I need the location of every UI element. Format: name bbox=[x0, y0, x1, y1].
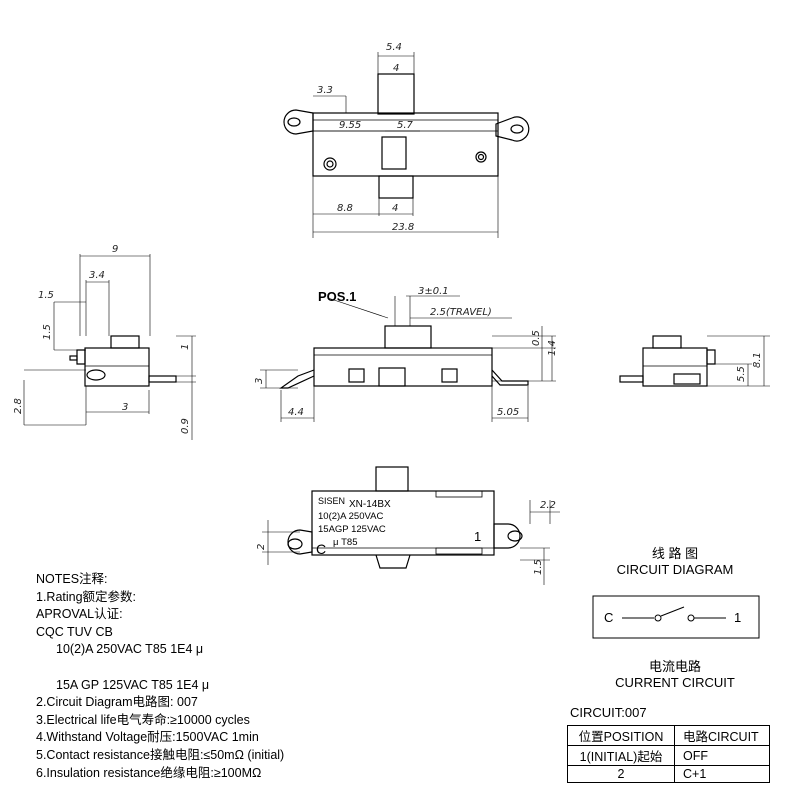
notes-spacer bbox=[36, 659, 284, 677]
dim-1-5-h: 1.5 bbox=[38, 290, 54, 301]
circuit-terminal-c: C bbox=[604, 610, 613, 625]
front-view bbox=[279, 325, 529, 389]
circuit-diagram-title-en: CIRCUIT DIAGRAM bbox=[616, 562, 734, 577]
table-row: 1(INITIAL)起始 OFF bbox=[567, 745, 770, 766]
marking-model: XN-14BX bbox=[349, 499, 391, 510]
row-1-position: 1(INITIAL)起始 bbox=[567, 745, 675, 766]
row-2-position: 2 bbox=[567, 765, 675, 783]
dim-3: 3 bbox=[122, 402, 128, 413]
right-side-dims: 5.5 8.1 bbox=[736, 352, 763, 382]
bottom-view-marking: SISEN XN-14BX 10(2)A 250VAC 15AGP 125VAC… bbox=[256, 496, 556, 575]
top-view bbox=[283, 73, 530, 199]
dim-0-5: 0.5 bbox=[531, 330, 542, 346]
left-side-dims: 9 3.4 1.5 1.5 1 2.8 3 0.9 bbox=[13, 244, 191, 434]
dim-2: 2 bbox=[256, 544, 267, 550]
circuit-diagram-labels: C 1 bbox=[604, 610, 741, 625]
header-position: 位置POSITION bbox=[567, 725, 675, 746]
dim-8-8: 8.8 bbox=[337, 203, 353, 214]
pos-1-label: POS.1 bbox=[318, 289, 356, 304]
left-side-dim-lines bbox=[23, 254, 196, 440]
circuit-terminal-1: 1 bbox=[734, 610, 741, 625]
dim-4-bottom: 4 bbox=[392, 203, 398, 214]
dim-8-1: 8.1 bbox=[752, 352, 763, 368]
current-circuit-title-en: CURRENT CIRCUIT bbox=[615, 675, 735, 690]
terminal-c-label: C bbox=[316, 541, 326, 557]
right-side-dim-lines bbox=[707, 335, 770, 387]
rating-1: 10(2)A 250VAC T85 1E4 μ bbox=[56, 642, 204, 657]
row-1-circuit: OFF bbox=[674, 745, 770, 766]
notes-block: NOTES注释: 1.Rating额定参数: APROVAL认证: CQC TU… bbox=[36, 571, 284, 782]
marking-brand: SISEN bbox=[318, 496, 345, 506]
dim-4-4: 4.4 bbox=[288, 407, 304, 418]
circuit-diagram-box bbox=[592, 595, 760, 639]
left-side-view bbox=[69, 335, 177, 387]
bottom-view-dim-lines bbox=[262, 500, 560, 585]
note-electrical-life: 3.Electrical life电气寿命:≥10000 cycles bbox=[36, 712, 250, 727]
dim-5-5: 5.5 bbox=[736, 366, 747, 382]
note-circuit-diagram: 2.Circuit Diagram电路图: 007 bbox=[36, 695, 198, 710]
marking-line-2: 15AGP 125VAC bbox=[318, 524, 386, 535]
front-view-dims: POS.1 3±0.1 2.5(TRAVEL) 0.5 1.4 3 4.4 5.… bbox=[254, 286, 558, 418]
dim-9-55: 9.55 bbox=[339, 120, 361, 131]
top-view-dims: 5.4 4 3.3 9.55 5.7 8.8 4 23.8 bbox=[317, 42, 414, 233]
marking-line-1: 10(2)A 250VAC bbox=[318, 511, 383, 522]
dim-5-7: 5.7 bbox=[397, 120, 414, 131]
bottom-view bbox=[287, 466, 523, 569]
dim-3-4: 3.4 bbox=[89, 270, 105, 281]
current-circuit-title-cn: 电流电路 bbox=[648, 659, 701, 674]
header-circuit: 电路CIRCUIT bbox=[674, 725, 770, 746]
dim-1: 1 bbox=[180, 344, 191, 350]
approval-bodies: CQC TUV CB bbox=[36, 624, 113, 639]
circuit-diagram-title: 线 路 图 CIRCUIT DIAGRAM bbox=[600, 546, 750, 578]
dim-4-top: 4 bbox=[393, 63, 399, 74]
row-2-circuit: C+1 bbox=[674, 765, 770, 783]
rating-label: 1.Rating额定参数: bbox=[36, 589, 137, 604]
current-circuit-title: 电流电路 CURRENT CIRCUIT bbox=[600, 659, 750, 691]
dim-3-tol: 3±0.1 bbox=[418, 286, 449, 297]
approval-label: APROVAL认证: bbox=[36, 607, 123, 622]
table-row: 2 C+1 bbox=[567, 765, 770, 783]
notes-title: NOTES注释: bbox=[36, 572, 108, 586]
dim-2-8: 2.8 bbox=[13, 398, 24, 414]
front-view-dim-lines bbox=[260, 295, 556, 422]
terminal-1-label: 1 bbox=[474, 529, 481, 544]
top-view-dim-lines bbox=[312, 52, 499, 238]
dim-travel: 2.5(TRAVEL) bbox=[430, 307, 492, 318]
circuit-table: 位置POSITION 电路CIRCUIT 1(INITIAL)起始 OFF 2 … bbox=[567, 725, 770, 783]
marking-line-3: μ T85 bbox=[333, 537, 357, 548]
circuit-label: CIRCUIT:007 bbox=[570, 705, 647, 720]
circuit-diagram-title-cn: 线 路 图 bbox=[651, 546, 699, 561]
note-insulation-resistance: 6.Insulation resistance绝缘电阻:≥100MΩ bbox=[36, 765, 262, 780]
dim-5-4: 5.4 bbox=[386, 42, 402, 53]
dim-23-8: 23.8 bbox=[392, 222, 414, 233]
circuit-table-header: 位置POSITION 电路CIRCUIT bbox=[567, 725, 770, 746]
note-withstand-voltage: 4.Withstand Voltage耐压:1500VAC 1min bbox=[36, 730, 259, 745]
dim-3-3: 3.3 bbox=[317, 85, 333, 96]
dim-3-left: 3 bbox=[254, 378, 265, 384]
dim-1-5-v: 1.5 bbox=[42, 324, 53, 340]
dim-2-2: 2.2 bbox=[540, 500, 556, 511]
right-side-view bbox=[619, 335, 716, 387]
dim-0-9: 0.9 bbox=[180, 418, 191, 434]
note-contact-resistance: 5.Contact resistance接触电阻:≤50mΩ (initial) bbox=[36, 747, 285, 762]
dim-5-05: 5.05 bbox=[497, 407, 519, 418]
dim-1-4: 1.4 bbox=[547, 340, 558, 356]
dim-1-5: 1.5 bbox=[533, 559, 544, 575]
rating-2: 15A GP 125VAC T85 1E4 μ bbox=[56, 677, 210, 692]
dim-9: 9 bbox=[112, 244, 118, 255]
